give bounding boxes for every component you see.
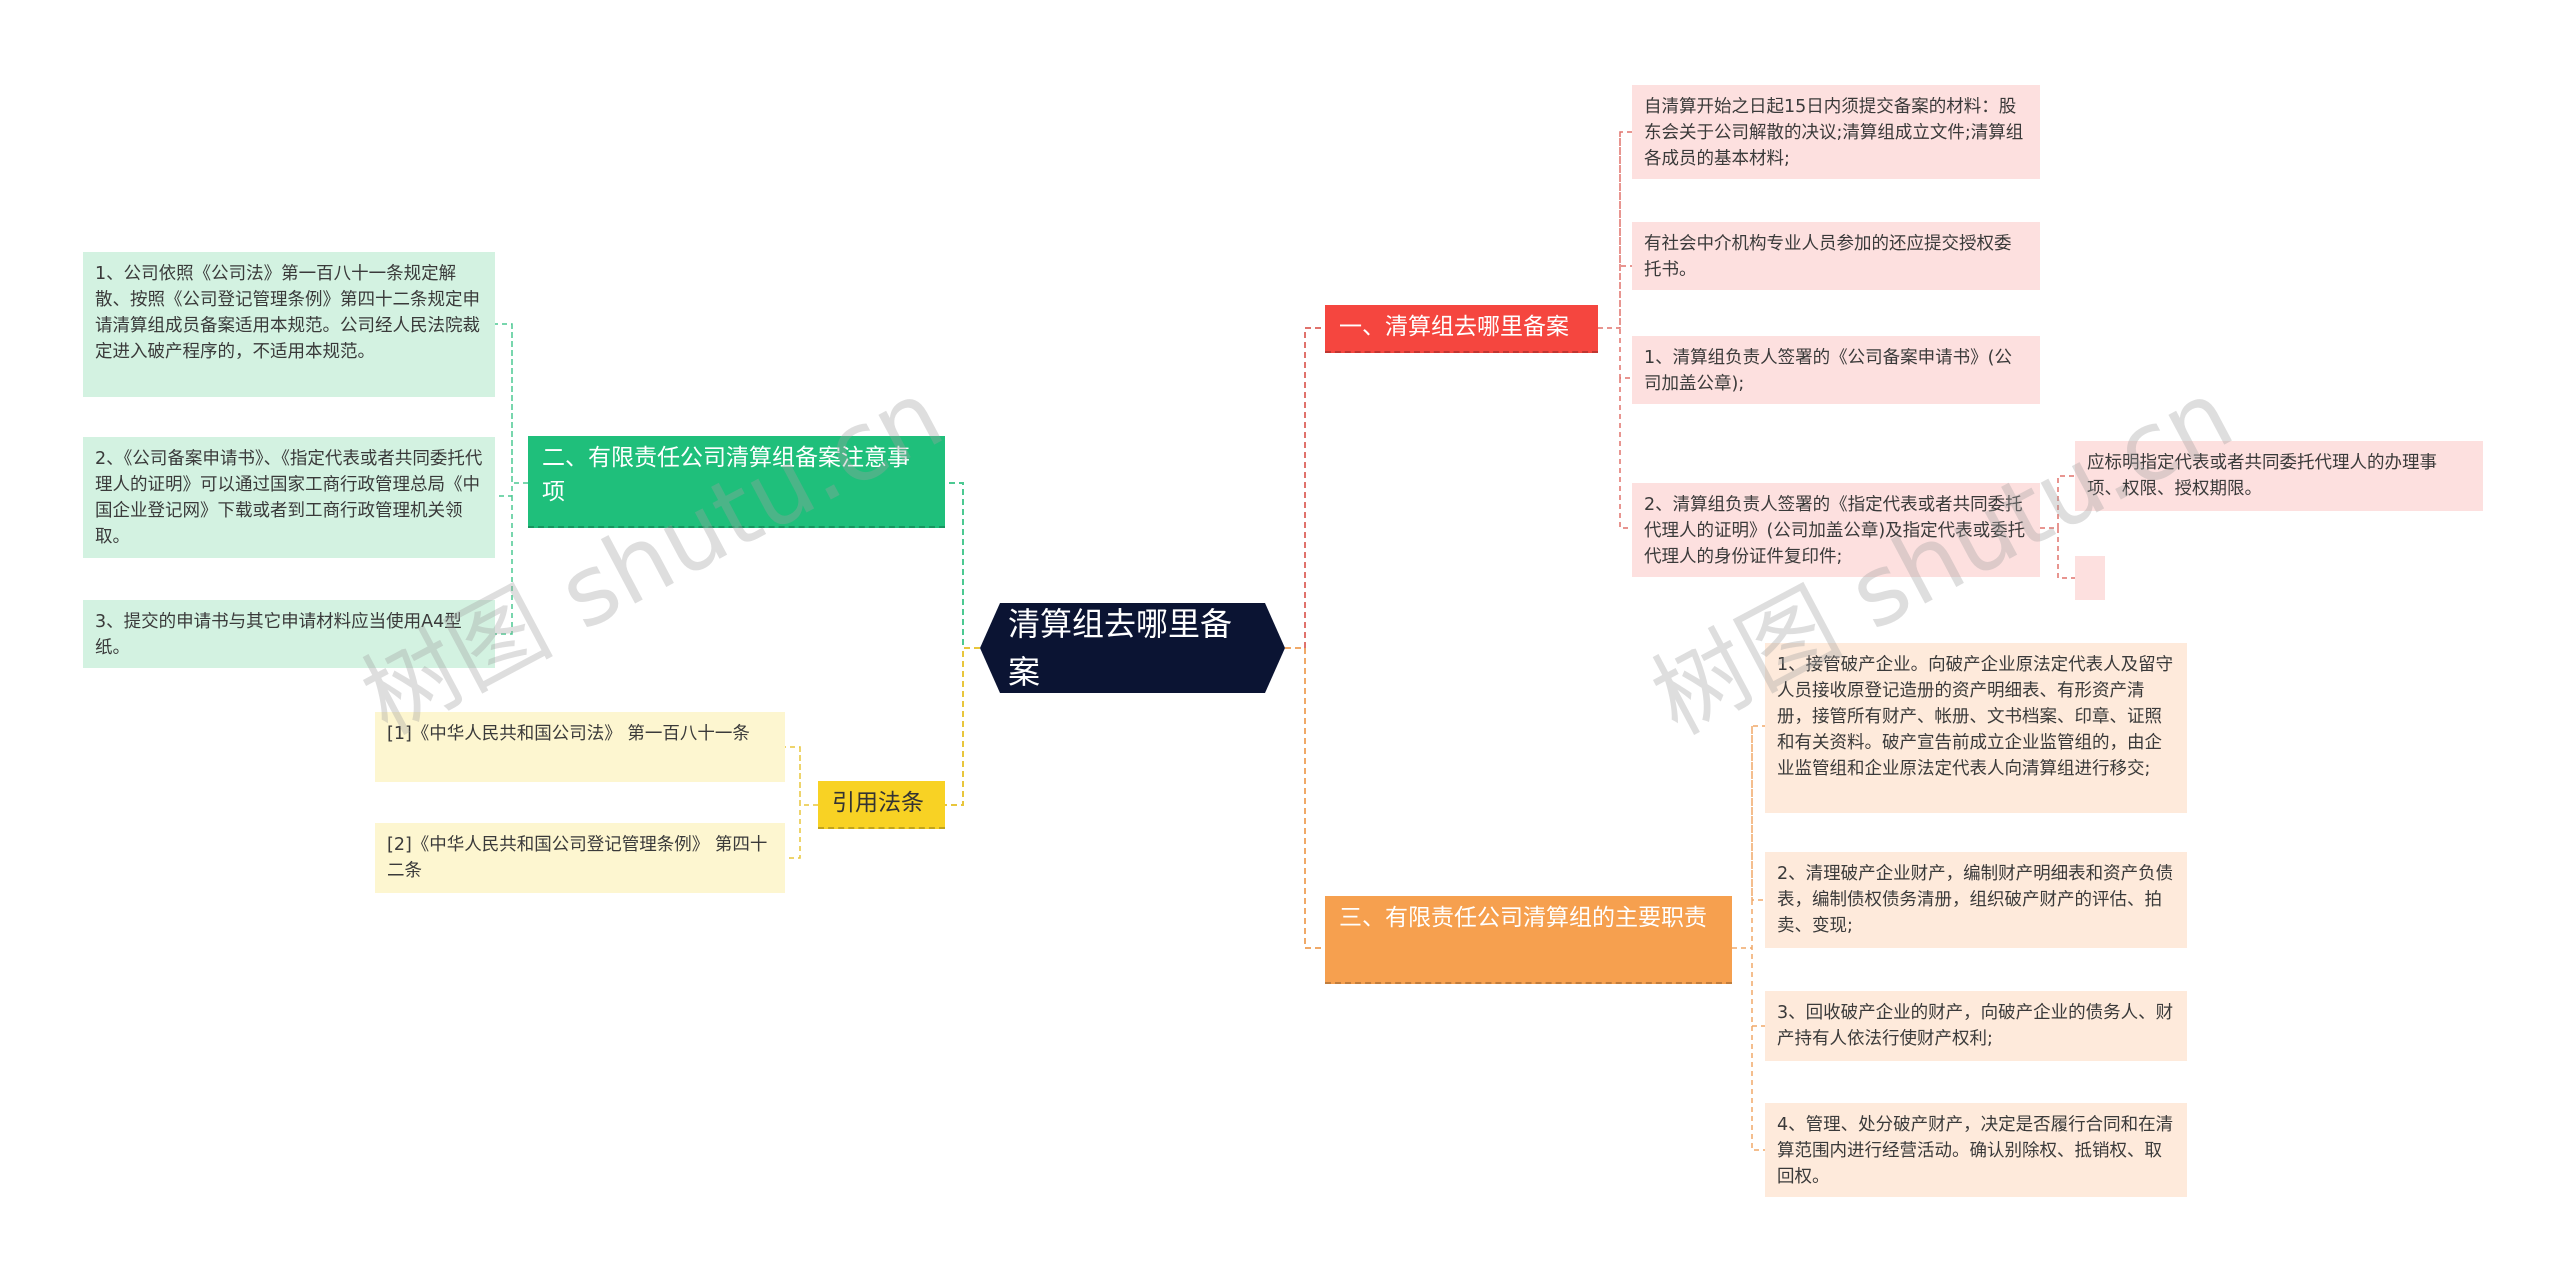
connector-b1-sub <box>2040 475 2075 579</box>
leaf-text: 2、清理破产企业财产，编制财产明细表和资产负债表，编制债权债务清册，组织破产财产… <box>1777 864 2174 936</box>
leaf-filing-materials[interactable]: 自清算开始之日起15日内须提交备案的材料：股东会关于公司解散的决议;清算组成立文… <box>1632 85 2040 179</box>
leaf-text: [2]《中华人民共和国公司登记管理条例》 第四十二条 <box>387 835 768 881</box>
connector-b4-items <box>1732 725 1765 1151</box>
leaf-duty-takeover[interactable]: 1、接管破产企业。向破产企业原法定代表人及留守人员接收原登记造册的资产明细表、有… <box>1765 643 2187 813</box>
branch-cited-laws[interactable]: 引用法条 <box>818 781 945 829</box>
leaf-text: 4、管理、处分破产财产，决定是否履行合同和在清算范围内进行经营活动。确认别除权、… <box>1777 1115 2174 1187</box>
leaf-duty-inventory[interactable]: 2、清理破产企业财产，编制财产明细表和资产负债表，编制债权债务清册，组织破产财产… <box>1765 852 2187 948</box>
leaf-text: 1、接管破产企业。向破产企业原法定代表人及留守人员接收原登记造册的资产明细表、有… <box>1777 655 2174 779</box>
branch-filing-notes[interactable]: 二、有限责任公司清算组备案注意事项 <box>528 436 945 528</box>
branch-filing-location[interactable]: 一、清算组去哪里备案 <box>1325 305 1598 353</box>
leaf-text: 3、回收破产企业的财产，向破产企业的债务人、财产持有人依法行使财产权利; <box>1777 1003 2174 1049</box>
leaf-duty-recover-property[interactable]: 3、回收破产企业的财产，向破产企业的债务人、财产持有人依法行使财产权利; <box>1765 991 2187 1061</box>
branch-label: 三、有限责任公司清算组的主要职责 <box>1339 905 1707 931</box>
leaf-text: 自清算开始之日起15日内须提交备案的材料：股东会关于公司解散的决议;清算组成立文… <box>1644 97 2024 169</box>
connector-b2-items <box>495 323 528 635</box>
leaf-text: 2、清算组负责人签署的《指定代表或者共同委托代理人的证明》(公司加盖公章)及指定… <box>1644 495 2026 567</box>
root-topic-label: 清算组去哪里备案 <box>1008 605 1233 691</box>
leaf-authorization-letter[interactable]: 有社会中介机构专业人员参加的还应提交授权委托书。 <box>1632 222 2040 290</box>
connector-root-b1 <box>1285 327 1325 649</box>
leaf-law-registration-regulation[interactable]: [2]《中华人民共和国公司登记管理条例》 第四十二条 <box>375 823 785 893</box>
branch-main-duties[interactable]: 三、有限责任公司清算组的主要职责 <box>1325 896 1732 984</box>
leaf-empty[interactable] <box>2075 556 2105 600</box>
branch-label: 二、有限责任公司清算组备案注意事项 <box>542 445 910 505</box>
leaf-note-forms-download[interactable]: 2、《公司备案申请书》、《指定代表或者共同委托代理人的证明》可以通过国家工商行政… <box>83 437 495 558</box>
leaf-duty-manage-property[interactable]: 4、管理、处分破产财产，决定是否履行合同和在清算范围内进行经营活动。确认别除权、… <box>1765 1103 2187 1197</box>
leaf-text: 有社会中介机构专业人员参加的还应提交授权委托书。 <box>1644 234 2012 280</box>
leaf-note-applicability[interactable]: 1、公司依照《公司法》第一百八十一条规定解散、按照《公司登记管理条例》第四十二条… <box>83 252 495 397</box>
leaf-authorization-scope[interactable]: 应标明指定代表或者共同委托代理人的办理事项、权限、授权期限。 <box>2075 441 2483 511</box>
connector-root-b3 <box>945 647 980 806</box>
branch-label: 引用法条 <box>832 790 924 816</box>
leaf-text: [1]《中华人民共和国公司法》 第一百八十一条 <box>387 724 750 744</box>
leaf-text: 1、清算组负责人签署的《公司备案申请书》(公司加盖公章); <box>1644 348 2012 394</box>
connector-root-b2 <box>945 482 980 649</box>
leaf-text: 2、《公司备案申请书》、《指定代表或者共同委托代理人的证明》可以通过国家工商行政… <box>95 449 483 547</box>
connector-b3-items <box>785 746 818 859</box>
leaf-note-paper-size[interactable]: 3、提交的申请书与其它申请材料应当使用A4型纸。 <box>83 600 495 668</box>
connector-root-b4 <box>1285 647 1325 949</box>
leaf-representative-certificate[interactable]: 2、清算组负责人签署的《指定代表或者共同委托代理人的证明》(公司加盖公章)及指定… <box>1632 483 2040 577</box>
leaf-text: 3、提交的申请书与其它申请材料应当使用A4型纸。 <box>95 612 462 658</box>
leaf-filing-application[interactable]: 1、清算组负责人签署的《公司备案申请书》(公司加盖公章); <box>1632 336 2040 404</box>
root-topic[interactable]: 清算组去哪里备案 <box>980 603 1285 693</box>
branch-label: 一、清算组去哪里备案 <box>1339 314 1569 340</box>
leaf-text: 1、公司依照《公司法》第一百八十一条规定解散、按照《公司登记管理条例》第四十二条… <box>95 264 480 362</box>
leaf-text: 应标明指定代表或者共同委托代理人的办理事项、权限、授权期限。 <box>2087 453 2437 499</box>
leaf-law-company-act[interactable]: [1]《中华人民共和国公司法》 第一百八十一条 <box>375 712 785 782</box>
connector-b1-items <box>1598 131 1632 529</box>
